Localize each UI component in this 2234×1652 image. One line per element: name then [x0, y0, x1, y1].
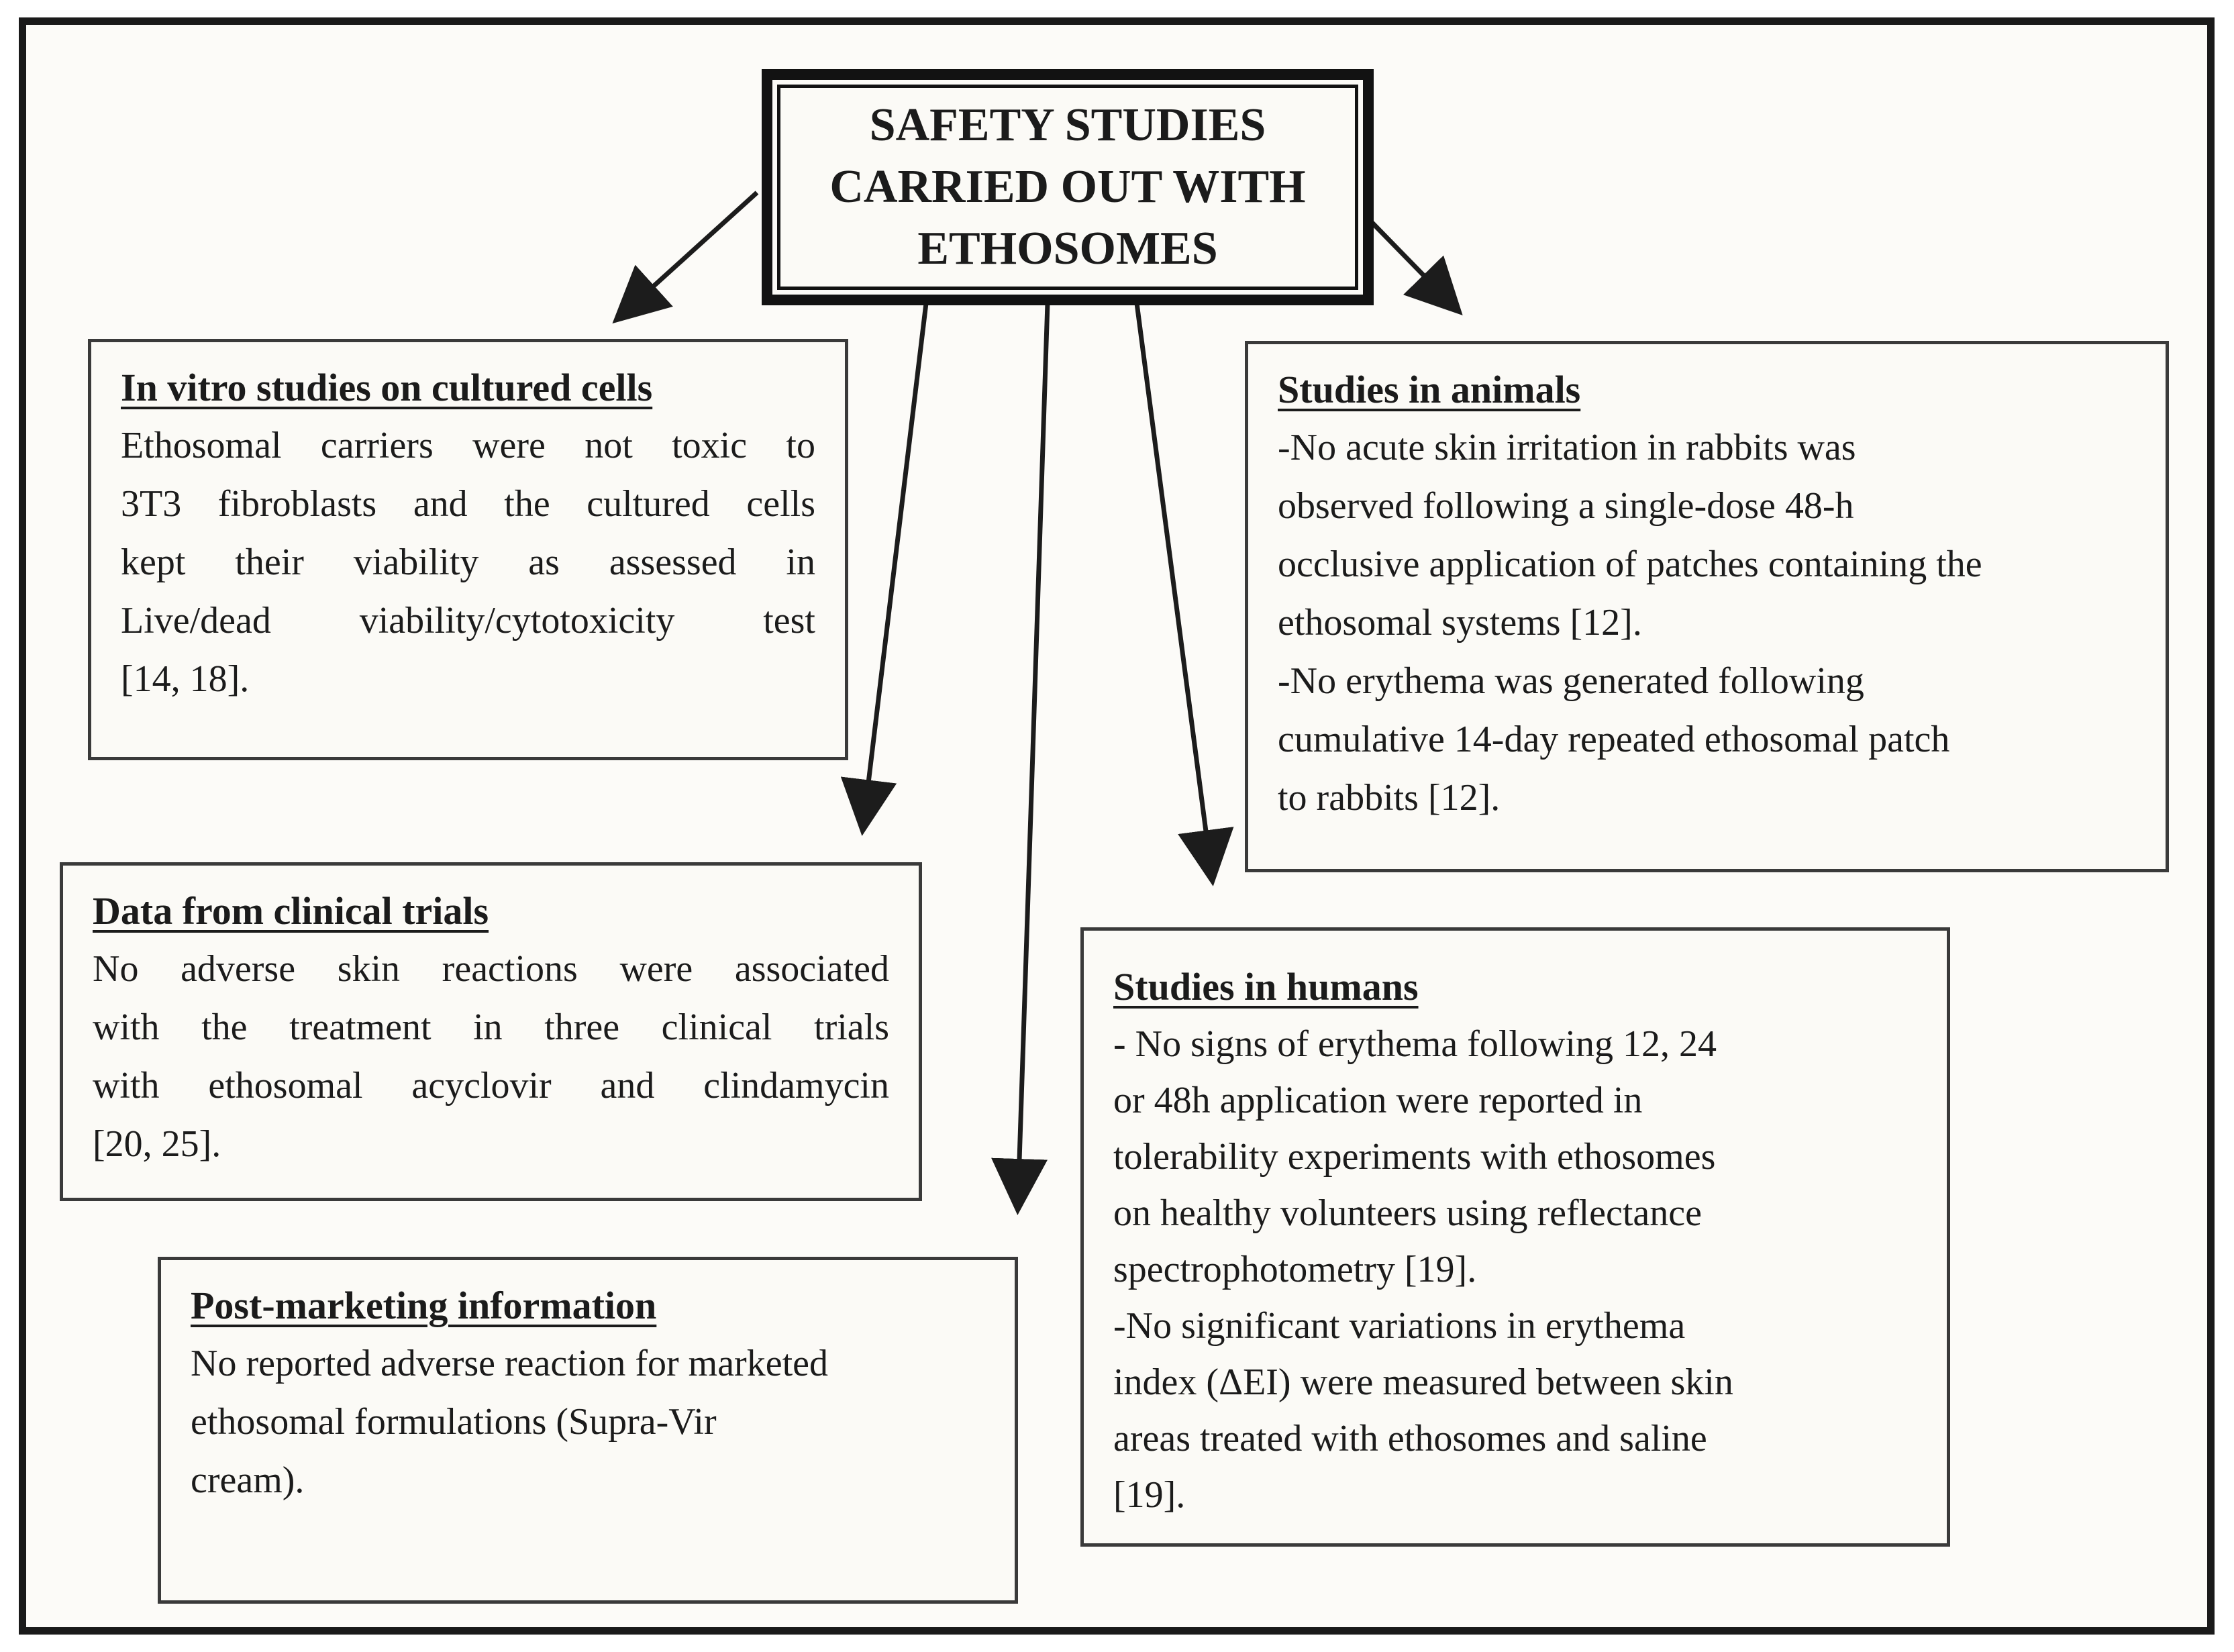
text-line: kept their viability as assessed in — [121, 541, 815, 583]
box-in-vitro-studies: In vitro studies on cultured cells Ethos… — [88, 339, 848, 760]
text-line: observed following a single-dose 48-h — [1278, 485, 1854, 527]
header-title: SAFETY STUDIES CARRIED OUT WITH ETHOSOMES — [777, 85, 1358, 290]
text-line: [14, 18]. — [121, 658, 250, 700]
text-line: No reported adverse reaction for markete… — [191, 1343, 828, 1384]
text-line: - No signs of erythema following 12, 24 — [1113, 1023, 1717, 1065]
box-body: No adverse skin reactions were associate… — [93, 940, 889, 1174]
text-line: cream). — [191, 1459, 305, 1501]
text-line: SAFETY STUDIES — [869, 99, 1266, 151]
box-post-marketing: Post-marketing information No reported a… — [158, 1257, 1018, 1604]
text-line: Live/dead viability/cytotoxicity test — [121, 600, 815, 641]
box-body: No reported adverse reaction for markete… — [191, 1335, 985, 1510]
text-line: ethosomal systems [12]. — [1278, 602, 1642, 643]
text-line: [20, 25]. — [93, 1123, 221, 1165]
text-line: Ethosomal carriers were not toxic to — [121, 425, 815, 466]
box-studies-in-animals: Studies in animals -No acute skin irrita… — [1245, 341, 2169, 872]
text-line: CARRIED OUT WITH — [829, 161, 1306, 213]
text-line: -No acute skin irritation in rabbits was — [1278, 427, 1856, 468]
box-title: Data from clinical trials — [93, 889, 489, 933]
text-line: spectrophotometry [19]. — [1113, 1249, 1477, 1290]
box-title: In vitro studies on cultured cells — [121, 366, 653, 409]
text-line: No adverse skin reactions were associate… — [93, 948, 889, 990]
text-line: index (ΔEI) were measured between skin — [1113, 1361, 1733, 1403]
text-line: 3T3 fibroblasts and the cultured cells — [121, 483, 815, 525]
text-line: ETHOSOMES — [917, 223, 1218, 274]
text-line: with the treatment in three clinical tri… — [93, 1006, 889, 1048]
header-box: SAFETY STUDIES CARRIED OUT WITH ETHOSOMES — [762, 69, 1374, 305]
box-clinical-trials: Data from clinical trials No adverse ski… — [60, 862, 922, 1201]
text-line: on healthy volunteers using reflectance — [1113, 1192, 1702, 1234]
text-line: areas treated with ethosomes and saline — [1113, 1418, 1707, 1459]
text-line: with ethosomal acyclovir and clindamycin — [93, 1065, 889, 1106]
text-line: cumulative 14-day repeated ethosomal pat… — [1278, 719, 1950, 760]
text-line: to rabbits [12]. — [1278, 777, 1501, 819]
box-title: Post-marketing information — [191, 1284, 657, 1327]
box-body: -No acute skin irritation in rabbits was… — [1278, 419, 2136, 827]
text-line: occlusive application of patches contain… — [1278, 544, 1982, 585]
box-body: - No signs of erythema following 12, 24 o… — [1113, 1016, 1917, 1523]
text-line: or 48h application were reported in — [1113, 1080, 1643, 1121]
text-line: tolerability experiments with ethosomes — [1113, 1136, 1716, 1178]
text-line: -No erythema was generated following — [1278, 660, 1864, 702]
box-studies-in-humans: Studies in humans - No signs of erythema… — [1080, 927, 1950, 1547]
text-line: ethosomal formulations (Supra-Vir — [191, 1401, 717, 1443]
text-line: -No significant variations in erythema — [1113, 1305, 1686, 1347]
text-line: [19]. — [1113, 1474, 1186, 1516]
box-title: Studies in humans — [1113, 965, 1419, 1009]
box-body: Ethosomal carriers were not toxic to 3T3 … — [121, 417, 815, 709]
box-title: Studies in animals — [1278, 368, 1581, 411]
